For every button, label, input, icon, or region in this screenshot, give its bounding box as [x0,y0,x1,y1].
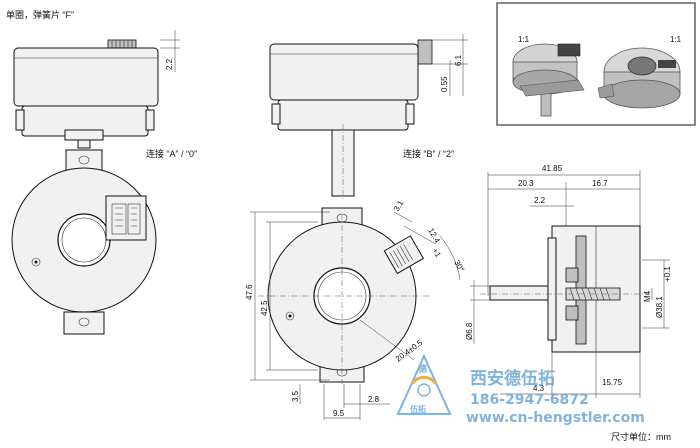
dim-m4-label: M4 [643,290,652,302]
dim-20-3-label: 20.3 [518,179,534,188]
dim-47-6-label: 47.6 [245,284,254,300]
front-view-b: 连接 “B” / “2” 47.6 42.5 3.5 [245,148,466,420]
company-website: www.cn-hengstler.com [466,410,645,426]
encoder-housing [13,47,159,107]
section-view: 41.85 20.3 16.7 2.2 12 Ø38.1 +0.1 M4 [465,164,672,398]
dim-3-1-label: 3.1 [392,198,406,213]
scale-label-2: 1:1 [670,35,682,44]
unit-label: 尺寸单位：mm [611,431,671,442]
front-view-a: 连接 “A” / “0” [11,148,197,335]
tol-12-4-label: +1 [430,247,443,260]
encoder-photo-hollow [597,47,681,109]
logo-char-bottom: 伍拓 [409,404,426,414]
housing-b [269,43,419,101]
scale-label-1: 1:1 [518,35,530,44]
company-phone: 186-2947-6872 [470,392,589,408]
dim-3-5-label: 3.5 [291,390,300,402]
spring-plate [64,129,104,141]
dim-4-3-label: 4.3 [533,384,545,393]
dim-6-1-label: 6.1 [454,54,463,66]
dim-42-5-label: 42.5 [260,300,269,316]
photo-frame [496,2,696,126]
side-view-b: 6.1 0.55 [269,34,468,200]
dim-9-5-label: 9.5 [333,409,345,418]
dim-30-deg-label: 30° [452,259,466,274]
watermark: 德 伍拓 西安德伍拓 186-2947-6872 www.cn-hengstle… [396,353,645,426]
dim-12-4-label: 12.4 [426,227,442,245]
dim-2-2b-label: 2.2 [534,196,546,205]
logo-char-left: 德 [418,363,427,375]
connector-b [417,39,433,65]
connection-a-label: 连接 “A” / “0” [146,148,197,159]
encoder-photo-side [512,43,585,117]
company-name: 西安德伍拓 [470,368,555,389]
dim-38-1-label: Ø38.1 [655,296,664,318]
section-shaft [489,285,553,301]
dim-15-75-label: 15.75 [602,378,623,387]
side-view-a: 2.2 [13,30,180,149]
dim-2-8-label: 2.8 [368,395,380,404]
connector-b-front [383,235,425,275]
view-title: 单圈，弹簧片 “F” [6,9,74,20]
connection-b-label: 连接 “B” / “2” [403,148,454,159]
hollow-bore-a [57,213,111,267]
photo-inset: 1:1 1:1 [496,2,696,126]
dim-16-7-label: 16.7 [592,179,608,188]
company-logo-icon [396,353,452,415]
dim-0-55-label: 0.55 [440,76,449,92]
dim-41-85-label: 41.85 [542,164,563,173]
dim-2-2-label: 2.2 [165,58,174,70]
tol-38-1-label: +0.1 [663,266,672,282]
dim-phi-6-8-label: Ø6.8 [465,322,474,340]
